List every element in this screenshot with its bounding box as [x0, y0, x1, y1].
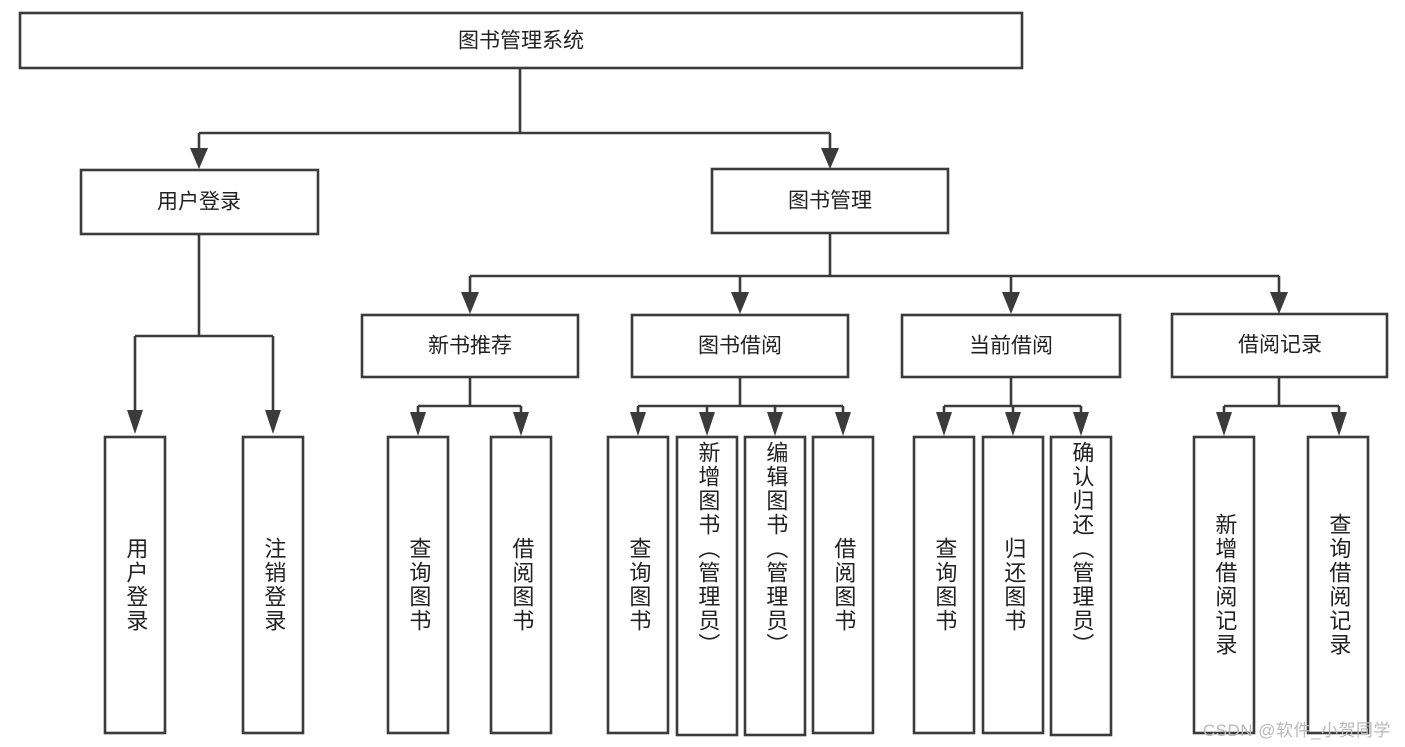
node-leaf-confirm-return-box[interactable] — [1049, 435, 1113, 737]
node-leaf-borrow-book-1-box[interactable] — [489, 435, 553, 735]
node-root-box[interactable] — [18, 11, 1024, 70]
arrow-bookborrow-leaf-1 — [630, 412, 646, 436]
node-leaf-user-login-box[interactable] — [103, 435, 167, 735]
csdn-watermark: CSDN @软件_小贺同学 — [1202, 721, 1391, 740]
arrow-newbook-leaf-1 — [410, 412, 426, 436]
arrow-currentborrow-leaf-1 — [936, 412, 952, 436]
node-book-borrow-label: 图书借阅 — [698, 335, 782, 358]
node-leaf-query-borrow-record-box[interactable] — [1306, 435, 1370, 735]
arrow-userlogin-leaf-1 — [127, 410, 143, 434]
node-new-book-recommend-box[interactable] — [360, 313, 580, 379]
arrow-borrowrecord-leaf-1 — [1216, 412, 1232, 436]
arrow-bookmgmt-to-borrow-record — [1270, 292, 1288, 314]
arrow-newbook-leaf-2 — [513, 412, 529, 436]
arrow-root-to-user-login — [190, 148, 208, 169]
node-leaf-borrow-book-2-box[interactable] — [811, 435, 875, 735]
arrow-bookmgmt-to-new-book — [461, 292, 479, 314]
node-leaf-add-book-box[interactable] — [675, 435, 739, 737]
node-borrow-record-box[interactable] — [1170, 312, 1389, 379]
arrow-userlogin-leaf-2 — [265, 410, 281, 434]
node-book-borrow-box[interactable] — [630, 313, 850, 379]
node-user-login-box[interactable] — [79, 168, 320, 236]
arrow-currentborrow-leaf-2 — [1005, 412, 1021, 436]
arrow-borrowrecord-leaf-2 — [1331, 412, 1347, 436]
node-leaf-query-book-2-box[interactable] — [606, 435, 670, 735]
arrow-bookborrow-leaf-3 — [767, 412, 783, 436]
node-root-label: 图书管理系统 — [458, 30, 584, 53]
node-book-management-box[interactable] — [710, 167, 950, 235]
node-new-book-recommend-label: 新书推荐 — [428, 335, 512, 358]
arrow-currentborrow-leaf-3 — [1073, 412, 1089, 436]
node-current-borrow-label: 当前借阅 — [969, 335, 1053, 358]
node-leaf-add-borrow-record-box[interactable] — [1192, 435, 1256, 735]
node-leaf-return-book-box[interactable] — [981, 435, 1045, 735]
arrow-root-to-book-mgmt — [821, 148, 839, 169]
node-leaf-query-book-1-box[interactable] — [386, 435, 450, 735]
node-book-management-label: 图书管理 — [788, 190, 872, 213]
arrow-bookborrow-leaf-2 — [699, 412, 715, 436]
connector-layer — [127, 68, 1347, 436]
arrow-bookborrow-leaf-4 — [835, 412, 851, 436]
arrow-bookmgmt-to-book-borrow — [731, 292, 749, 314]
node-user-login-label: 用户登录 — [157, 191, 241, 214]
node-leaf-edit-book-box[interactable] — [743, 435, 807, 737]
node-current-borrow-box[interactable] — [900, 313, 1122, 379]
node-layer: 图书管理系统 用户登录 图书管理 新书推荐 图书借阅 当前借阅 借阅记录 — [18, 11, 1389, 737]
node-leaf-query-book-3-box[interactable] — [912, 435, 976, 735]
arrow-bookmgmt-to-current-borrow — [1002, 292, 1020, 314]
node-leaf-user-logout-box[interactable] — [241, 435, 305, 735]
node-borrow-record-label: 借阅记录 — [1238, 334, 1322, 357]
